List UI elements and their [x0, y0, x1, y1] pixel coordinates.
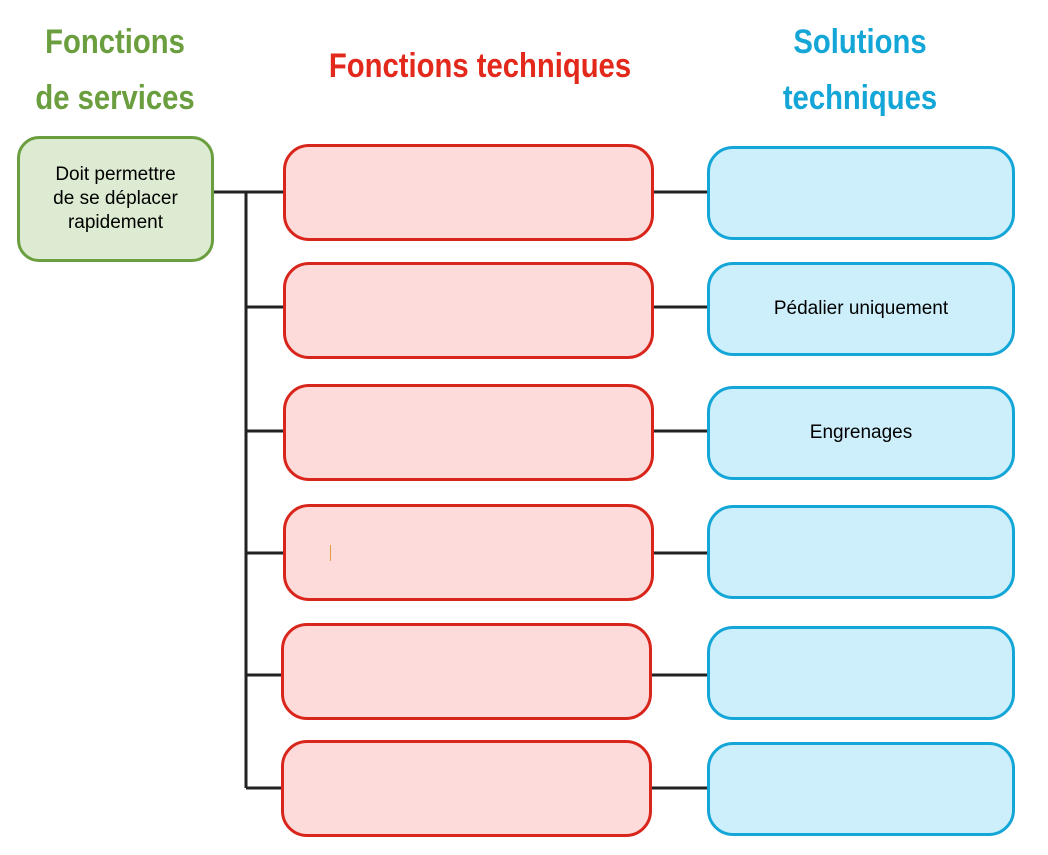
heading-solutions-line-1: Solutions — [793, 23, 927, 61]
technical-function-box-6[interactable] — [281, 740, 652, 837]
heading-services-line-2: de services — [35, 79, 195, 117]
service-line-3: rapidement — [67, 212, 164, 233]
technical-solution-box-3[interactable]: Engrenages — [707, 386, 1015, 480]
heading-solutions-techniques: Solutions techniques — [722, 14, 997, 126]
technical-function-box-5[interactable] — [281, 623, 652, 720]
heading-fonctions-techniques: Fonctions techniques — [328, 47, 632, 85]
heading-solutions-line-2: techniques — [782, 79, 938, 117]
technical-function-box-2[interactable] — [283, 262, 654, 359]
heading-services-line-1: Fonctions — [45, 23, 185, 61]
technical-function-box-3[interactable] — [283, 384, 654, 481]
heading-fonctions-de-services: Fonctions de services — [16, 14, 214, 126]
technical-solution-text-3: Engrenages — [809, 422, 913, 443]
technical-solution-box-4[interactable] — [707, 505, 1015, 599]
service-function-box[interactable]: Doit permettre de se déplacer rapidement — [17, 136, 214, 262]
technical-function-box-4[interactable] — [283, 504, 654, 601]
service-line-2: de se déplacer — [53, 188, 178, 209]
technical-solution-box-1[interactable] — [707, 146, 1015, 240]
technical-solution-box-6[interactable] — [707, 742, 1015, 836]
service-line-1: Doit permettre — [55, 164, 176, 185]
technical-solution-box-5[interactable] — [707, 626, 1015, 720]
text-cursor — [330, 545, 331, 561]
technical-solution-box-2[interactable]: Pédalier uniquement — [707, 262, 1015, 356]
technical-solution-text-2: Pédalier uniquement — [773, 298, 949, 319]
technical-function-box-1[interactable] — [283, 144, 654, 241]
